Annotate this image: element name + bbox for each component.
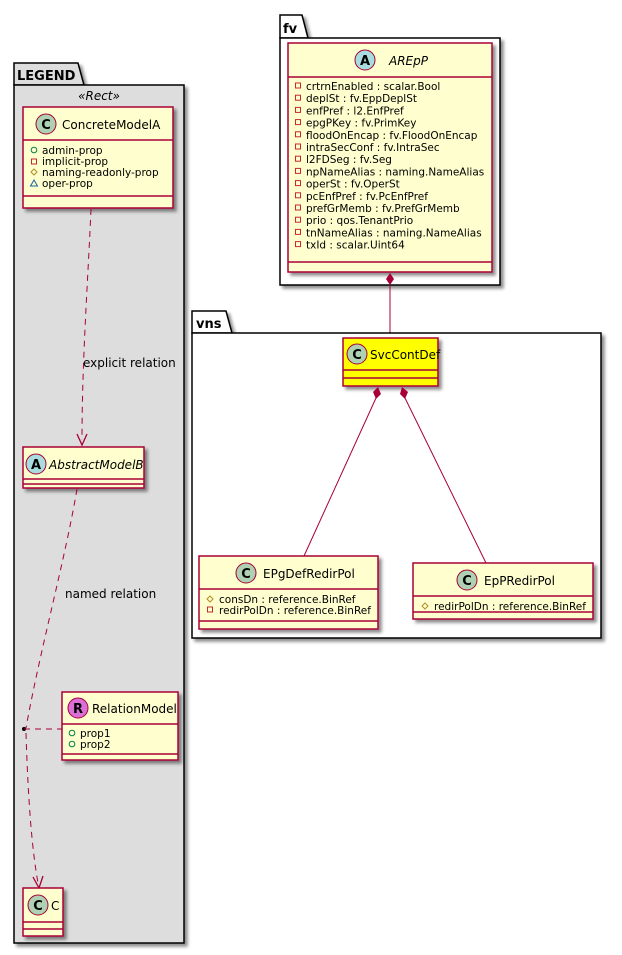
private-icon: [295, 216, 301, 223]
private-icon: [295, 167, 301, 174]
class-arepp[interactable]: A AREpP crtrnEnabled : scalar.BooldeplSt…: [287, 42, 493, 273]
class-concrete-model-a[interactable]: C ConcreteModelA admin-prop implicit-pro…: [22, 106, 174, 209]
private-icon: [295, 180, 301, 187]
private-icon: [295, 119, 301, 126]
attribute: epgPKey : fv.PrimKey: [306, 118, 416, 130]
class-name: SvcContDef: [370, 348, 441, 362]
class-name: EPgDefRedirPol: [263, 567, 355, 581]
package-legend: LEGEND «Rect»: [13, 62, 185, 944]
public-icon: [30, 146, 38, 154]
private-icon: [31, 158, 37, 165]
attribute: prop1: [80, 728, 111, 740]
relation-circle-icon: [67, 697, 89, 719]
private-icon: [295, 204, 301, 211]
class-circle-icon: [27, 894, 49, 916]
attribute: pcEnfPref : fv.PcEnfPref: [306, 191, 428, 203]
attribute: redirPolDn : reference.BinRef: [434, 601, 586, 613]
attribute: admin-prop: [42, 145, 103, 157]
class-name: RelationModel: [92, 702, 177, 716]
class-letter: C: [41, 118, 51, 133]
class-epredirpol[interactable]: C EpPRedirPol redirPolDn : reference.Bin…: [412, 562, 594, 620]
protected-icon: [421, 602, 429, 610]
class-relation-model[interactable]: R RelationModel prop1 prop2: [61, 691, 179, 761]
composition-diamond-icon: [386, 273, 394, 285]
class-name: C: [51, 899, 59, 913]
class-box: [287, 42, 493, 273]
private-icon: [295, 106, 301, 113]
class-circle-icon: [35, 113, 57, 135]
package-legend-name: LEGEND: [17, 69, 76, 84]
attribute: tnNameAlias : naming.NameAlias: [306, 227, 482, 239]
composition-diamond-icon: [400, 387, 408, 399]
package-visibility-icon: [29, 179, 39, 187]
private-icon: [295, 241, 301, 248]
class-letter: C: [33, 899, 43, 914]
class-name: ConcreteModelA: [62, 118, 161, 132]
private-icon: [295, 131, 301, 138]
class-c[interactable]: C C: [22, 887, 64, 937]
attribute: consDn : reference.BinRef: [219, 594, 356, 606]
class-letter: A: [360, 54, 370, 69]
edge-named-relation: named relation: [22, 488, 156, 890]
attribute: floodOnEncap : fv.FloodOnEncap: [306, 130, 478, 142]
package-fv-name: fv: [283, 22, 298, 37]
arrow-head-icon: [76, 433, 88, 447]
abstract-circle-icon: [354, 49, 376, 71]
class-letter: A: [31, 458, 41, 473]
attribute: enfPref : l2.EnfPref: [306, 105, 404, 117]
package-legend-body: [13, 84, 185, 944]
private-icon: [207, 606, 213, 613]
class-circle-icon: [235, 562, 257, 584]
private-icon: [295, 192, 301, 199]
edge-label-named: named relation: [65, 587, 156, 601]
package-vns-name: vns: [196, 317, 222, 332]
private-icon: [295, 228, 301, 235]
public-icon: [68, 729, 76, 737]
attribute: npNameAlias : naming.NameAlias: [306, 166, 484, 178]
class-letter: C: [462, 574, 472, 589]
attribute: oper-prop: [42, 178, 93, 190]
class-name: AbstractModelB: [48, 458, 144, 472]
class-box: [412, 562, 594, 620]
class-abstract-model-b[interactable]: A AbstractModelB: [22, 446, 145, 489]
attribute: intraSecConf : fv.IntraSec: [306, 142, 440, 154]
edge-label-explicit: explicit relation: [83, 356, 176, 370]
edge-explicit-relation: explicit relation: [76, 208, 176, 447]
class-box: [22, 106, 174, 209]
class-box: [198, 555, 379, 630]
class-letter: C: [241, 567, 251, 582]
class-name: AREpP: [388, 54, 429, 68]
attribute: crtrnEnabled : scalar.Bool: [306, 81, 440, 93]
attribute: deplSt : fv.EppDeplSt: [306, 93, 417, 105]
class-letter: C: [352, 348, 362, 363]
class-letter: R: [73, 702, 83, 717]
private-icon: [295, 155, 301, 162]
composition-diamond-icon: [373, 387, 381, 399]
attribute: operSt : fv.OperSt: [306, 179, 400, 191]
attribute: prop2: [80, 739, 111, 751]
attribute: naming-readonly-prop: [42, 167, 159, 179]
class-svccontdef[interactable]: C SvcContDef: [342, 337, 441, 387]
protected-icon: [30, 168, 38, 176]
edge-composition-svccontdef-epredirpol: [400, 387, 487, 564]
private-icon: [295, 82, 301, 89]
class-circle-icon: [456, 569, 478, 591]
edge-composition-svccontdef-epgdefredirpol: [303, 387, 381, 557]
edge-composition-arepp-svccontdef: [386, 273, 394, 338]
private-icon: [295, 143, 301, 150]
attribute: prefGrMemb : fv.PrefGrMemb: [306, 203, 460, 215]
class-circle-icon: [346, 343, 368, 365]
abstract-circle-icon: [25, 453, 47, 475]
protected-icon: [206, 595, 214, 603]
attribute: implicit-prop: [42, 156, 108, 168]
attribute: redirPolDn : reference.BinRef: [219, 605, 371, 617]
attribute: l2FDSeg : fv.Seg: [306, 154, 392, 166]
attribute: txId : scalar.Uint64: [306, 240, 405, 252]
package-legend-stereotype: «Rect»: [78, 89, 120, 103]
private-icon: [295, 94, 301, 101]
attribute: prio : qos.TenantPrio: [306, 215, 413, 227]
class-epgdefredirpol[interactable]: C EPgDefRedirPol consDn : reference.BinR…: [198, 555, 379, 630]
public-icon: [68, 740, 76, 748]
class-name: EpPRedirPol: [484, 574, 555, 588]
